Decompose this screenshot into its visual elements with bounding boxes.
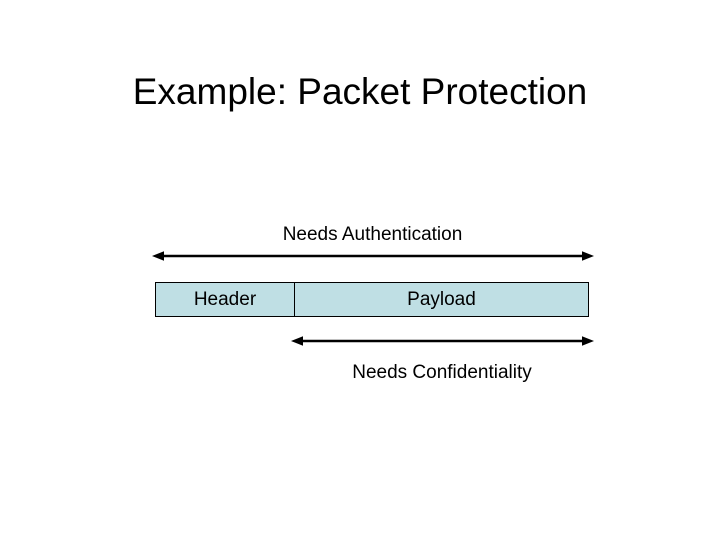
confidentiality-span-arrow-icon bbox=[291, 336, 594, 346]
page-title: Example: Packet Protection bbox=[132, 71, 588, 112]
authentication-span-label: Needs Authentication bbox=[282, 224, 463, 245]
confidentiality-span-label: Needs Confidentiality bbox=[352, 362, 532, 383]
packet-cell-payload-label: Payload bbox=[407, 288, 476, 310]
packet-cell-header: Header bbox=[156, 283, 295, 316]
authentication-span-arrow-icon bbox=[152, 251, 594, 261]
packet-cell-payload: Payload bbox=[295, 283, 588, 316]
packet-cell-header-label: Header bbox=[193, 288, 257, 310]
packet-box: Header Payload bbox=[155, 282, 589, 317]
